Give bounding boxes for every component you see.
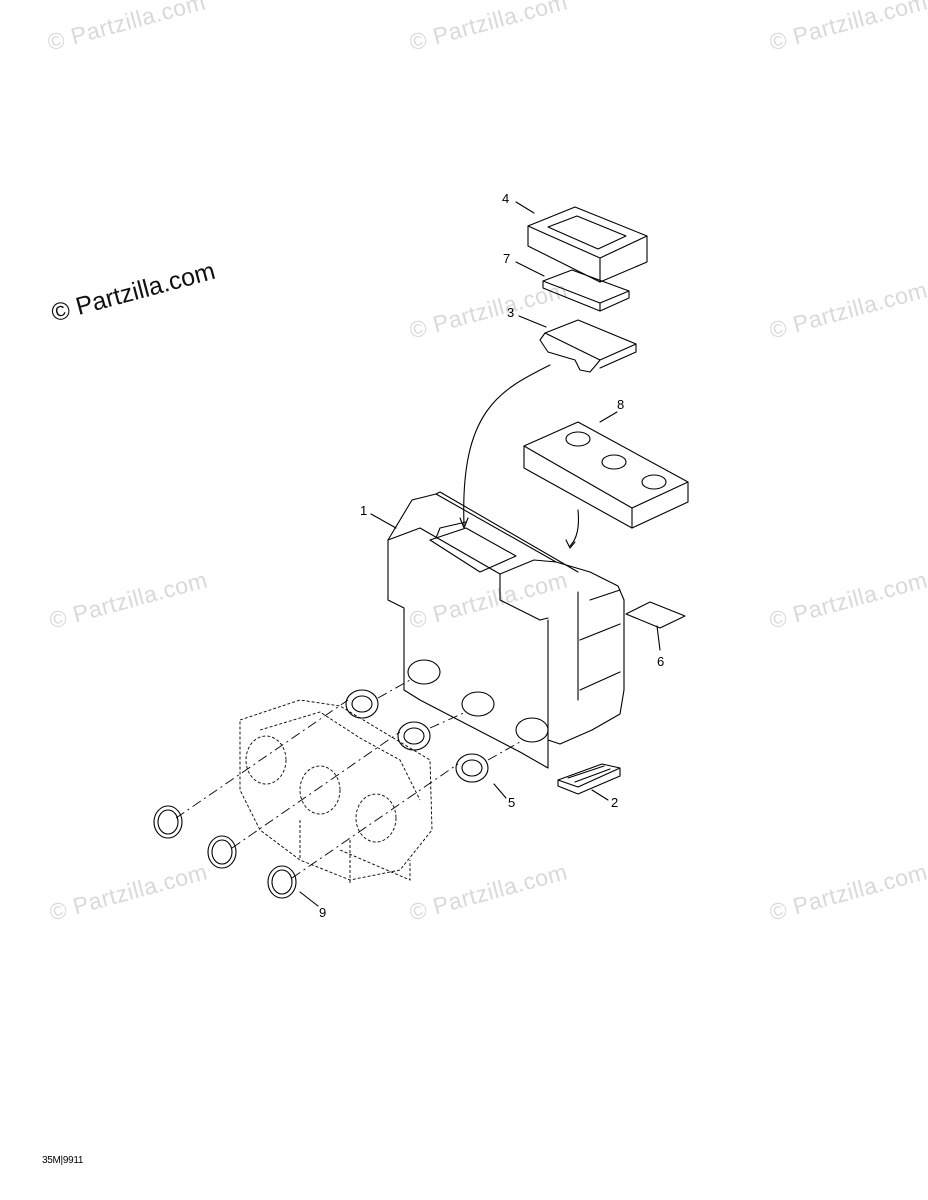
figure-reference: 35M|9911 xyxy=(42,1155,84,1166)
leader-line xyxy=(515,261,545,277)
leader-line xyxy=(299,891,319,907)
part-1-airbox xyxy=(387,491,625,769)
part-4-foam-frame xyxy=(527,206,648,283)
leader-line xyxy=(493,783,507,799)
part-2-gasket xyxy=(557,763,621,795)
leader-line xyxy=(591,789,609,801)
assembly-arrow xyxy=(565,539,576,549)
callout-3: 3 xyxy=(507,305,515,320)
callout-5: 5 xyxy=(508,795,516,810)
callout-1: 1 xyxy=(360,503,368,518)
assembly-arrow xyxy=(569,509,580,547)
assembly-arrow xyxy=(463,364,551,526)
assembly-arrow xyxy=(459,517,469,529)
part-5-adaptors xyxy=(345,689,489,783)
part-9-clamps xyxy=(153,805,297,899)
callout-7: 7 xyxy=(503,251,511,266)
part-8-foam-block xyxy=(523,421,689,529)
callout-6: 6 xyxy=(657,654,665,669)
leader-line xyxy=(518,315,547,328)
leader-line xyxy=(515,201,535,214)
callout-2: 2 xyxy=(611,795,619,810)
alignment-lines xyxy=(175,679,521,879)
callout-4: 4 xyxy=(502,191,510,206)
leader-line xyxy=(370,513,397,529)
callout-9: 9 xyxy=(319,905,327,920)
leader-line xyxy=(656,625,661,651)
leader-line xyxy=(599,411,618,423)
carburetor-phantom xyxy=(239,699,433,884)
part-7-pad xyxy=(542,269,630,312)
callout-8: 8 xyxy=(617,397,625,412)
part-6-pad xyxy=(625,601,686,629)
part-3-bracket xyxy=(539,319,637,373)
